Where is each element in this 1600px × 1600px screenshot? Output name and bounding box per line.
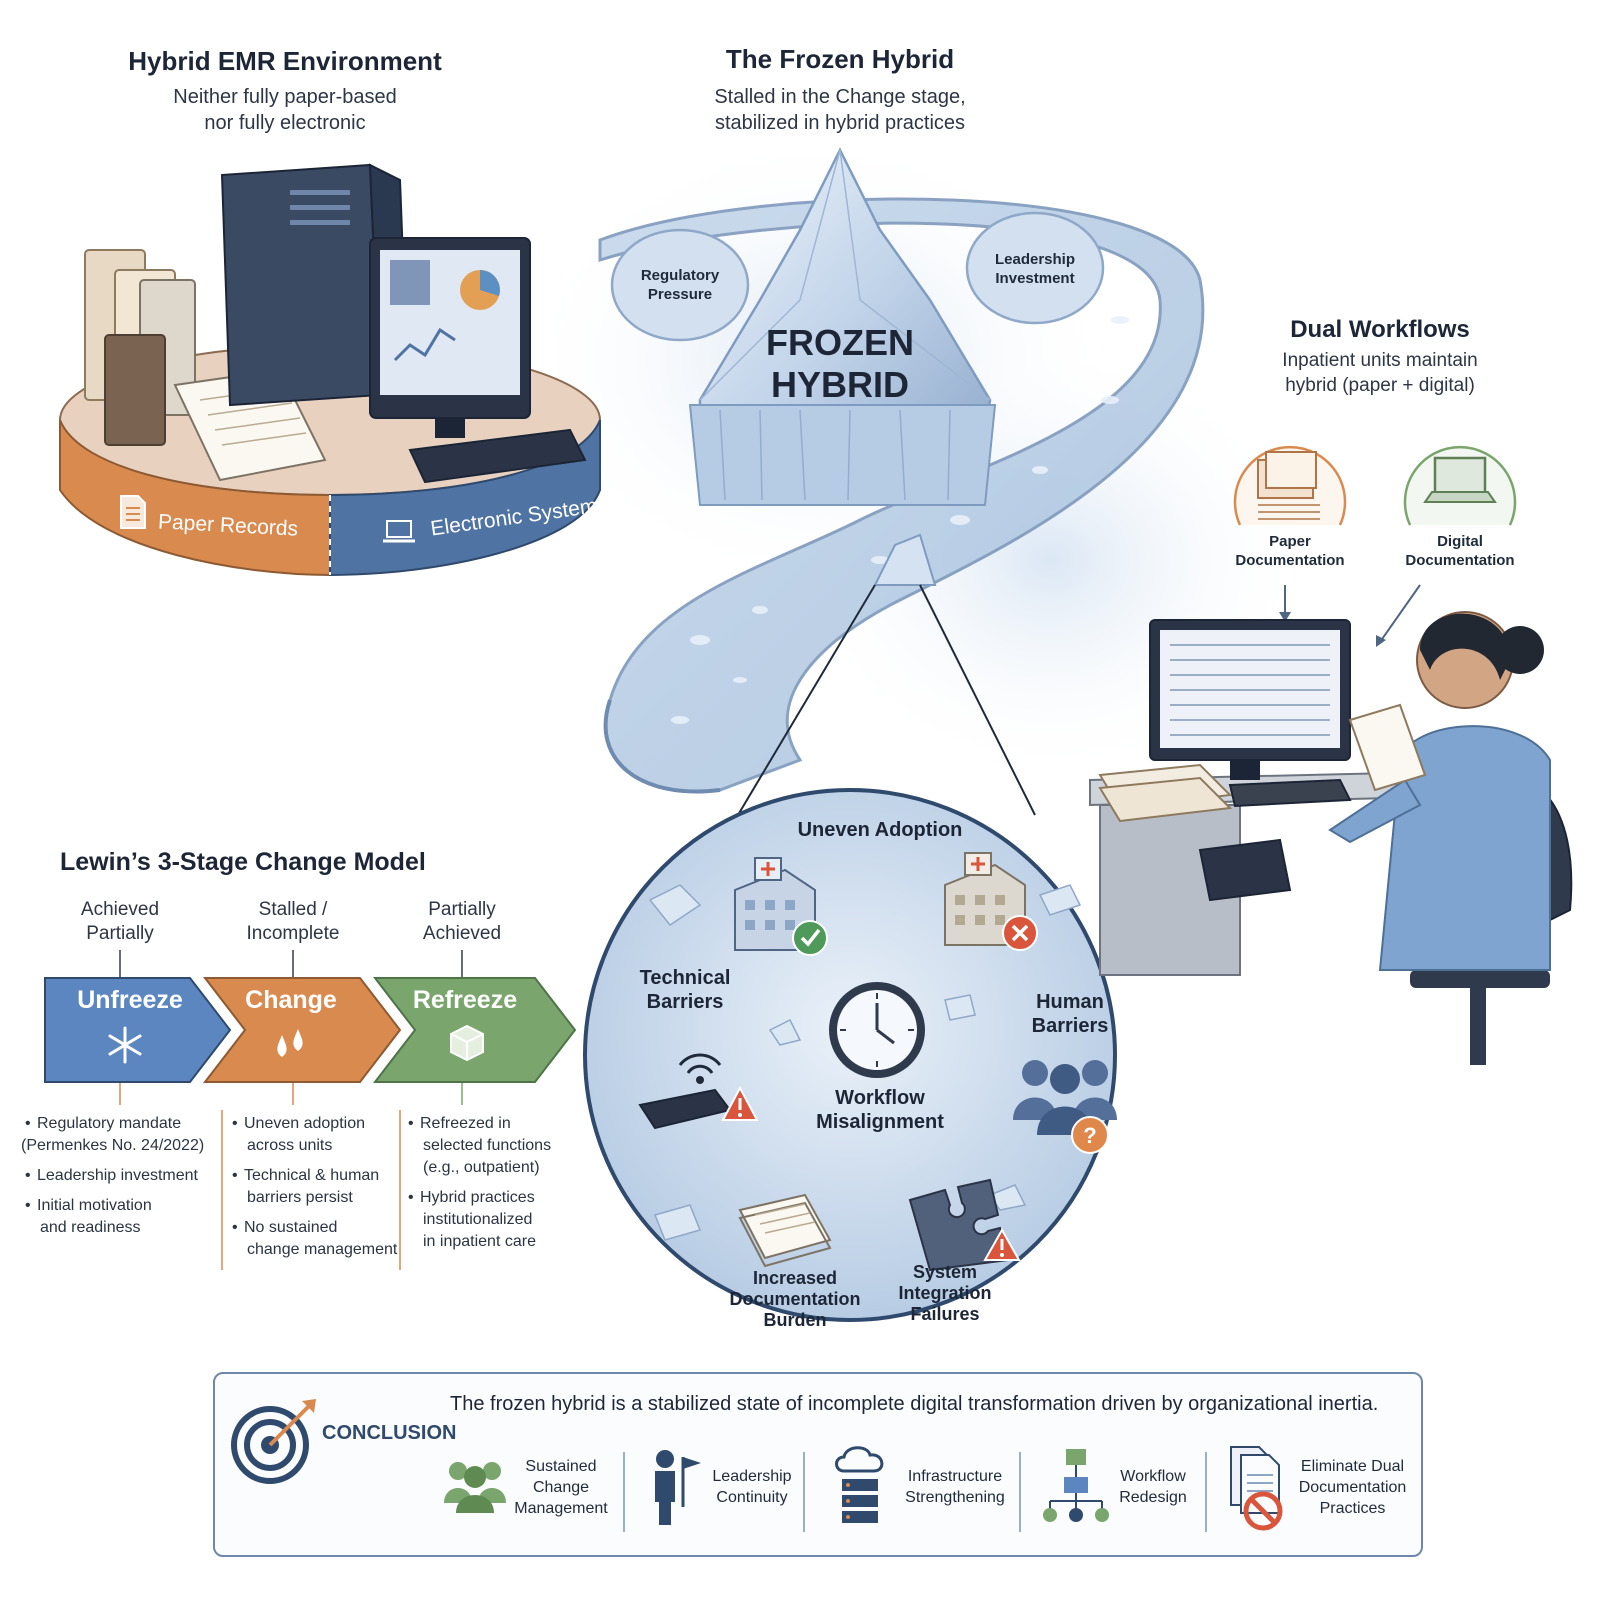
unfreeze-label: Unfreeze [77, 986, 183, 1014]
leader-flag-icon [655, 1450, 701, 1525]
workflow-misalignment-label: Workflow Misalignment [816, 1087, 944, 1133]
dual-workflows-subtitle: Inpatient units maintain hybrid (paper +… [1282, 350, 1478, 396]
iceberg-label: FROZEN HYBRID [766, 322, 914, 405]
paper-documentation-icon [1233, 445, 1347, 526]
no-duplicate-docs-icon [1230, 1446, 1283, 1531]
unfreeze-chevron [44, 977, 232, 1083]
puzzle-warning-icon [908, 1178, 1021, 1272]
conclusion-statement: The frozen hybrid is a stabilized state … [450, 1393, 1379, 1415]
paper-stack-icon [738, 1193, 832, 1268]
snowflake-icon [108, 1026, 142, 1064]
hospital-check-icon [734, 857, 828, 956]
uneven-adoption-label: Uneven Adoption [797, 819, 963, 841]
documentation-burden-label: Increased Documentation Burden [729, 1268, 861, 1330]
rec-leadership-continuity-label: Leadership Continuity [712, 1468, 792, 1506]
refreeze-label: Refreeze [412, 986, 518, 1014]
rec-infrastructure-label: Infrastructure Strengthening [905, 1468, 1005, 1506]
rec-workflow-redesign-label: Workflow Redesign [1119, 1468, 1187, 1506]
people-question-icon: ? [1013, 1060, 1117, 1154]
lewin-title: Lewin’s 3-Stage Change Model [60, 848, 426, 876]
refreeze-status: Partially Achieved [422, 899, 502, 944]
leadership-investment-label: Leadership Investment [994, 251, 1076, 287]
hybrid-emr-illustration [59, 163, 601, 577]
team-icon [444, 1462, 506, 1513]
change-status: Stalled / Incomplete [246, 899, 340, 944]
laptop-icon [382, 518, 416, 546]
integration-failures-label: System Integration Failures [898, 1262, 992, 1324]
ice-cube-icon [450, 1024, 484, 1062]
conclusion-heading: CONCLUSION [322, 1422, 457, 1444]
divider [1205, 1452, 1207, 1532]
dual-workflows-title: Dual Workflows [1290, 316, 1470, 343]
change-label: Change [245, 986, 337, 1014]
change-chevron [202, 977, 402, 1083]
router-warning-icon [638, 1053, 759, 1130]
hybrid-emr-title: Hybrid EMR Environment [128, 46, 442, 76]
divider [1019, 1452, 1021, 1532]
divider [623, 1452, 625, 1532]
paper-documentation-label: Paper Documentation [1235, 533, 1345, 569]
clock-icon [829, 982, 925, 1078]
unfreeze-status: Achieved Partially [80, 899, 160, 944]
water-drops-icon [277, 1029, 303, 1057]
digital-documentation-label: Digital Documentation [1405, 533, 1515, 569]
regulatory-pressure-label: Regulatory Pressure [640, 267, 720, 303]
digital-documentation-icon [1403, 445, 1517, 526]
divider [803, 1452, 805, 1532]
frozen-hybrid-subtitle: Stalled in the Change stage, stabilized … [714, 86, 966, 134]
technical-barriers-label: Technical Barriers [639, 967, 731, 1013]
hospital-cross-icon [944, 852, 1038, 951]
nurse-workstation-illustration [1089, 584, 1573, 1065]
svg-text:?: ? [1083, 1123, 1096, 1148]
target-icon [231, 1399, 316, 1484]
unfreeze-bullets: •Regulatory mandate(Permenkes No. 24/202… [21, 1115, 205, 1236]
conclusion-box [213, 1372, 1423, 1557]
frozen-hybrid-title: The Frozen Hybrid [725, 44, 955, 74]
flowchart-icon [1043, 1449, 1109, 1522]
rec-sustained-change-label: Sustained Change Management [514, 1458, 608, 1517]
rec-eliminate-dual-label: Eliminate Dual Documentation Practices [1298, 1458, 1407, 1517]
human-barriers-label: Human Barriers [1031, 991, 1109, 1037]
cloud-server-icon [835, 1446, 884, 1523]
paper-records-icon [118, 494, 148, 530]
hybrid-emr-subtitle: Neither fully paper-based nor fully elec… [173, 86, 397, 134]
